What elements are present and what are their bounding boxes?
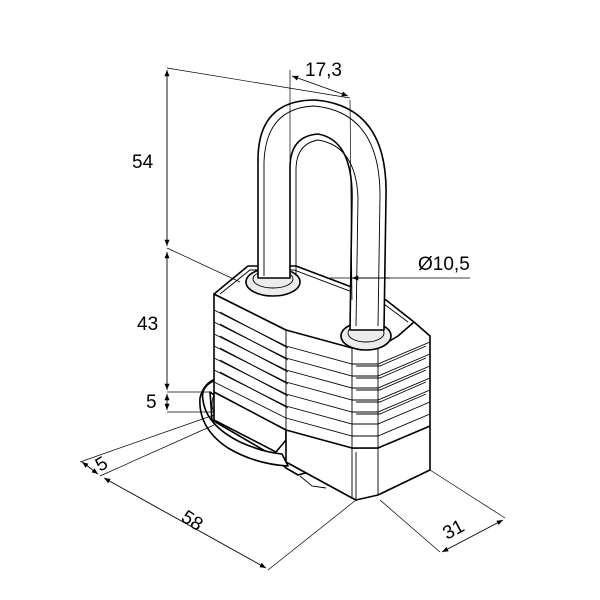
dim-label-17-3: 17,3 — [305, 60, 342, 81]
dim-label-5-oblique: 5 — [92, 453, 112, 476]
dim-label-58: 58 — [177, 507, 206, 536]
dimension-lines — [79, 67, 506, 571]
dim-label-43: 43 — [137, 314, 158, 335]
dim-label-shackle-diameter: Ø10,5 — [418, 254, 470, 275]
dim-label-5-vertical: 5 — [146, 392, 157, 413]
dim-label-54: 54 — [132, 152, 154, 173]
padlock — [199, 99, 431, 501]
